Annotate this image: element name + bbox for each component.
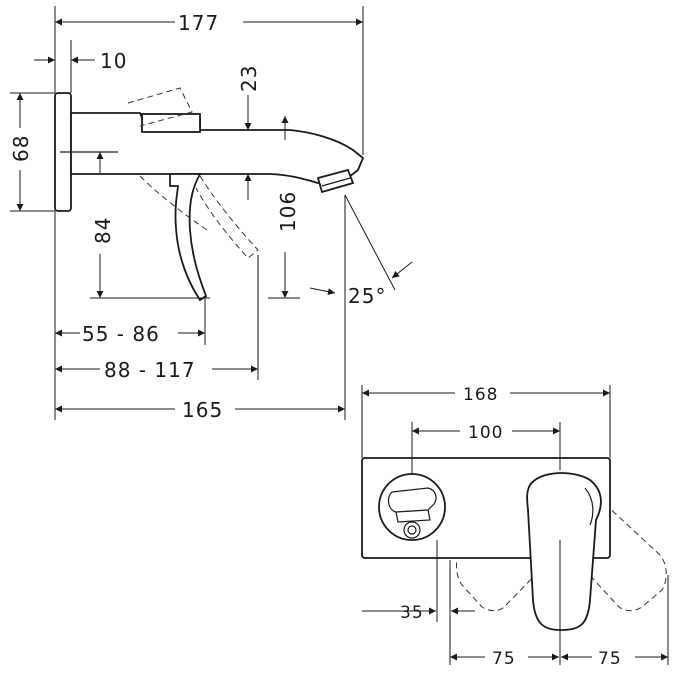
front-view: 168 100 35 75 75 xyxy=(361,385,669,669)
lever xyxy=(169,173,208,302)
lever-swing-right xyxy=(584,489,667,612)
spout-body xyxy=(70,112,365,184)
dim-25-degrees: 25° xyxy=(348,284,386,308)
aerator xyxy=(316,168,355,194)
dim-75-right: 75 xyxy=(598,649,622,669)
dim-100: 100 xyxy=(468,423,503,443)
dim-84: 84 xyxy=(91,217,115,244)
dim-68: 68 xyxy=(9,135,33,162)
dim-55-86: 55 - 86 xyxy=(82,322,160,346)
side-view: 177 10 68 23 84 106 25° xyxy=(9,6,413,422)
dim-10: 10 xyxy=(100,49,127,73)
diverter-knob xyxy=(378,473,446,541)
dim-88-117: 88 - 117 xyxy=(104,358,196,382)
handle-block xyxy=(141,113,201,133)
dim-106: 106 xyxy=(276,191,300,232)
dim-75-left: 75 xyxy=(492,649,516,669)
dim-23: 23 xyxy=(237,65,261,92)
dim-165: 165 xyxy=(182,398,223,422)
dim-177: 177 xyxy=(178,11,219,35)
dim-35: 35 xyxy=(400,603,424,623)
dim-168: 168 xyxy=(463,385,498,405)
lever-alt-swing xyxy=(195,175,259,259)
lever-front xyxy=(526,472,602,631)
